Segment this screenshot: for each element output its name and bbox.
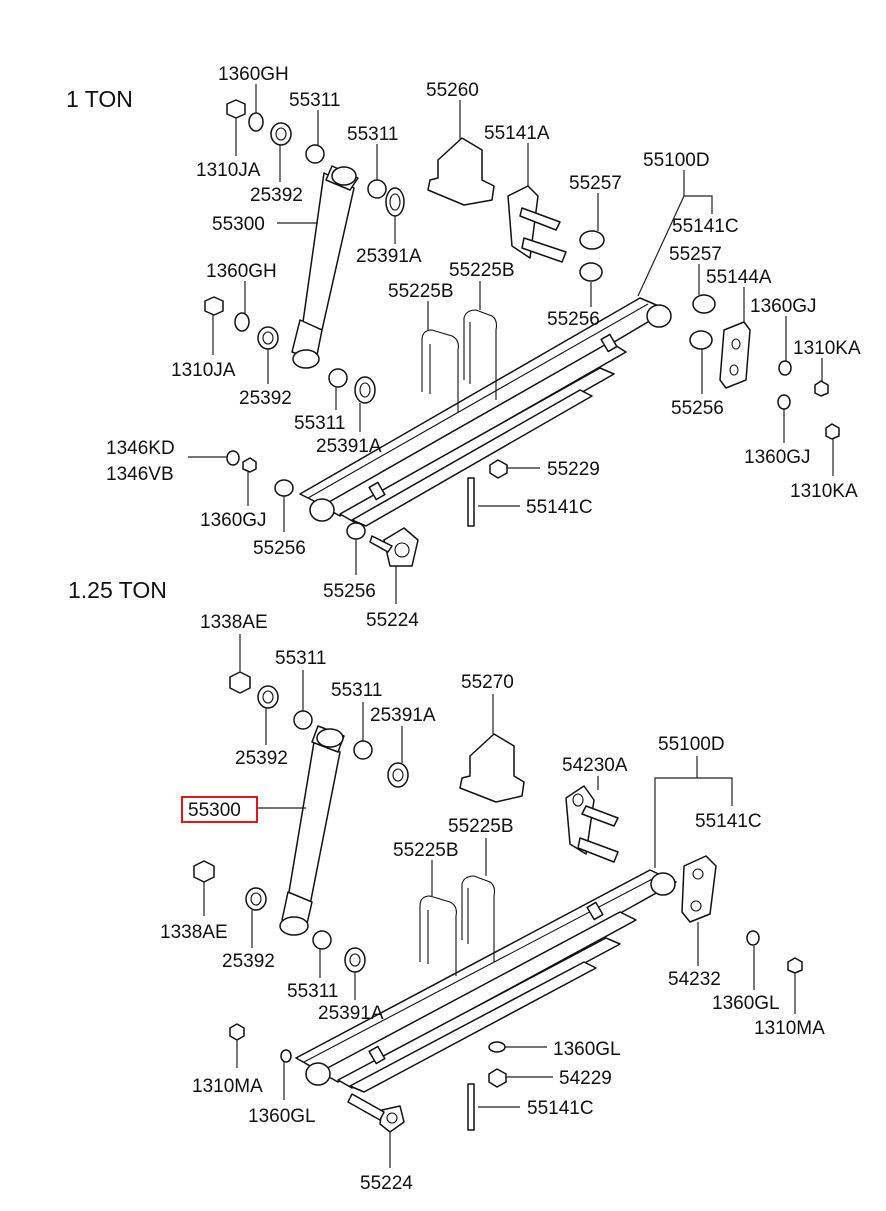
highlight-box bbox=[181, 796, 258, 823]
part-label[interactable]: 1360GJ bbox=[200, 510, 267, 531]
bump-stopper-55270 bbox=[459, 733, 525, 803]
part-label[interactable]: 25391A bbox=[316, 436, 382, 457]
part-label[interactable]: 55225B bbox=[448, 816, 514, 837]
part-label[interactable]: 54230A bbox=[562, 755, 628, 776]
part-label[interactable]: 55311 bbox=[294, 413, 345, 434]
center-bolt-55141C-1-25 bbox=[467, 1083, 475, 1131]
part-label[interactable]: 55300 bbox=[212, 214, 265, 235]
part-label[interactable]: 55229 bbox=[547, 459, 600, 480]
section-title-1-25-ton: 1.25 TON bbox=[68, 577, 167, 603]
drawing-1-ton bbox=[204, 99, 840, 567]
part-label[interactable]: 55225B bbox=[393, 840, 459, 861]
part-label[interactable]: 55225B bbox=[388, 281, 454, 302]
part-label[interactable]: 55260 bbox=[426, 80, 479, 101]
leaf-spring-1-ton bbox=[299, 297, 672, 527]
leader-lines bbox=[188, 84, 834, 1168]
part-label[interactable]: 55100D bbox=[658, 734, 725, 755]
part-label[interactable]: 55311 bbox=[275, 648, 326, 669]
part-label[interactable]: 54232 bbox=[668, 969, 721, 990]
part-label[interactable]: 55100D bbox=[643, 150, 710, 171]
part-label[interactable]: 55141C bbox=[527, 1098, 594, 1119]
part-label[interactable]: 1360GL bbox=[553, 1039, 621, 1060]
part-label[interactable]: 1310KA bbox=[793, 338, 861, 359]
part-label[interactable]: 1346VB bbox=[106, 464, 174, 485]
part-label[interactable]: 1360GJ bbox=[750, 296, 817, 317]
part-label[interactable]: 55141C bbox=[526, 497, 593, 518]
shock-absorber-55300-1-25 bbox=[279, 725, 345, 936]
part-label[interactable]: 55141C bbox=[672, 216, 739, 237]
u-bolts-1-25-ton bbox=[419, 875, 496, 976]
part-label[interactable]: 55311 bbox=[331, 680, 382, 701]
hardware-1-ton bbox=[204, 99, 840, 479]
part-label[interactable]: 1310MA bbox=[192, 1076, 263, 1097]
labels-1-25-ton: 1338AE 55311 55311 55270 25391A 55100D 5… bbox=[160, 612, 825, 1194]
bump-stopper-55260 bbox=[427, 137, 495, 206]
part-label[interactable]: 1310JA bbox=[196, 160, 261, 181]
part-label[interactable]: 55225B bbox=[449, 260, 515, 281]
part-label[interactable]: 55141A bbox=[484, 123, 550, 144]
part-label[interactable]: 25392 bbox=[222, 951, 275, 972]
part-label[interactable]: 1360GH bbox=[206, 261, 277, 282]
part-label[interactable]: 55311 bbox=[347, 124, 398, 145]
part-label[interactable]: 1310JA bbox=[171, 360, 236, 381]
bracket-54230A bbox=[565, 785, 619, 863]
plate-54232 bbox=[681, 855, 717, 923]
part-label[interactable]: 55256 bbox=[253, 538, 306, 559]
leaf-spring-1-25-ton bbox=[295, 869, 677, 1093]
part-label[interactable]: 1360GJ bbox=[744, 447, 811, 468]
bracket-55141A bbox=[507, 185, 605, 282]
part-label[interactable]: 1310KA bbox=[790, 481, 858, 502]
center-bolt-55141C bbox=[467, 477, 475, 527]
part-label[interactable]: 1346KD bbox=[106, 438, 175, 459]
part-label[interactable]: 55256 bbox=[671, 398, 724, 419]
part-label[interactable]: 55224 bbox=[360, 1173, 413, 1194]
part-label[interactable]: 25391A bbox=[370, 705, 436, 726]
part-label[interactable]: 25392 bbox=[239, 388, 292, 409]
part-label[interactable]: 25392 bbox=[250, 185, 303, 206]
part-label[interactable]: 1360GH bbox=[218, 64, 289, 85]
part-label[interactable]: 55257 bbox=[669, 244, 722, 265]
part-label[interactable]: 55141C bbox=[695, 811, 762, 832]
part-label[interactable]: 25392 bbox=[235, 748, 288, 769]
labels-1-ton: 1360GH 55311 55260 1310JA 55311 55141A 2… bbox=[106, 64, 861, 631]
section-title-1-ton: 1 TON bbox=[66, 86, 133, 112]
part-label[interactable]: 25391A bbox=[356, 246, 422, 267]
shackle-55224-1-25-ton bbox=[347, 1093, 405, 1133]
part-label[interactable]: 54229 bbox=[559, 1068, 612, 1089]
part-label[interactable]: 1310MA bbox=[754, 1018, 825, 1039]
drawing-1-25-ton bbox=[193, 671, 803, 1133]
part-label[interactable]: 55270 bbox=[461, 672, 514, 693]
part-label[interactable]: 1338AE bbox=[200, 612, 268, 633]
part-label[interactable]: 1360GL bbox=[248, 1106, 316, 1127]
part-label[interactable]: 1338AE bbox=[160, 922, 228, 943]
part-label[interactable]: 55144A bbox=[706, 267, 772, 288]
part-label[interactable]: 55311 bbox=[287, 981, 338, 1002]
part-label[interactable]: 25391A bbox=[318, 1003, 384, 1024]
shock-absorber-55300 bbox=[291, 165, 359, 369]
plate-55144A bbox=[719, 321, 751, 389]
part-label[interactable]: 55257 bbox=[569, 173, 622, 194]
part-label[interactable]: 55311 bbox=[289, 90, 340, 111]
part-label[interactable]: 55224 bbox=[366, 610, 419, 631]
shackle-55224-1-ton bbox=[274, 479, 419, 567]
part-label[interactable]: 55256 bbox=[547, 309, 600, 330]
part-label[interactable]: 1360GL bbox=[712, 993, 780, 1014]
part-label-highlighted[interactable]: 55300 bbox=[188, 800, 241, 821]
part-label[interactable]: 55256 bbox=[323, 581, 376, 602]
u-bolts-1-ton bbox=[421, 309, 498, 412]
